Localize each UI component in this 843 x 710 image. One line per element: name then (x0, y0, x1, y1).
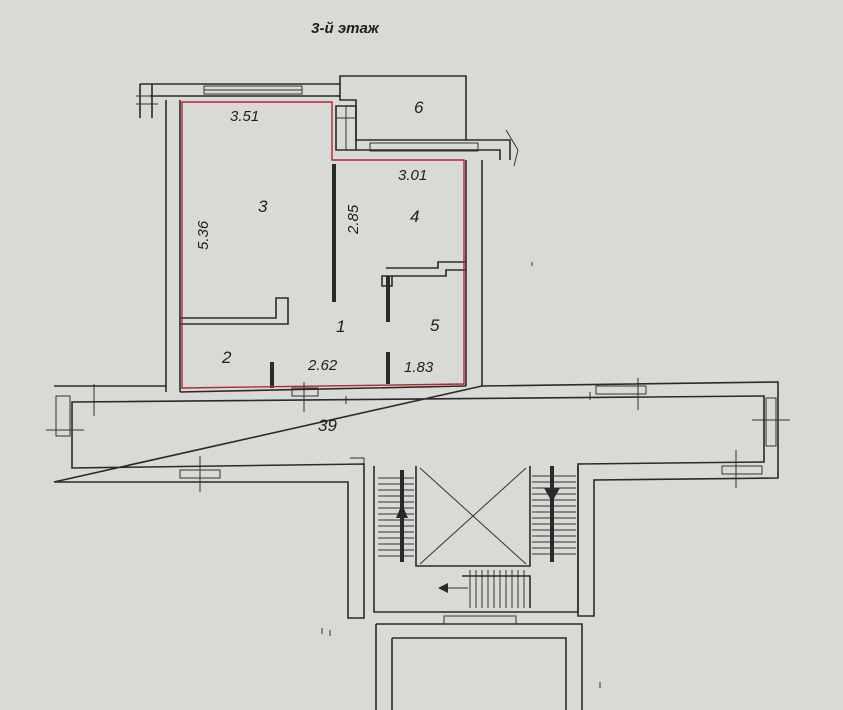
window (55, 395, 71, 437)
floor-title: 3-й этаж (311, 20, 380, 37)
upper-wing-walls (136, 75, 519, 392)
room-6-label: 6 (414, 98, 424, 117)
window (765, 397, 777, 447)
apartment-outline (181, 101, 465, 389)
elevator-shaft-cross (419, 467, 527, 565)
dimension-3-51: 3.51 (230, 108, 259, 125)
window (443, 615, 517, 625)
down-arrow-icon (544, 488, 560, 502)
lower-block-walls (375, 615, 583, 710)
stairwell (373, 466, 579, 613)
window (595, 385, 647, 395)
dimension-3-01: 3.01 (398, 167, 427, 184)
window (369, 142, 479, 152)
speckles (321, 262, 601, 688)
window (291, 387, 319, 397)
room-2-label: 2 (221, 348, 232, 367)
dimension-2-62: 2.62 (307, 357, 338, 374)
dimension-5-36: 5.36 (195, 220, 212, 250)
dimension-2-85: 2.85 (345, 204, 362, 235)
window (721, 465, 763, 475)
room-1-label: 1 (336, 317, 345, 336)
room-5-label: 5 (430, 316, 440, 335)
up-arrow-icon (396, 504, 408, 518)
dimension-1-83: 1.83 (404, 359, 434, 376)
left-arrow-icon (438, 583, 448, 593)
corridor-label: 39 (318, 416, 337, 435)
corridor-walls (46, 378, 790, 619)
room-3-label: 3 (258, 197, 268, 216)
interior-walls (180, 164, 466, 388)
room-4-label: 4 (410, 207, 419, 226)
